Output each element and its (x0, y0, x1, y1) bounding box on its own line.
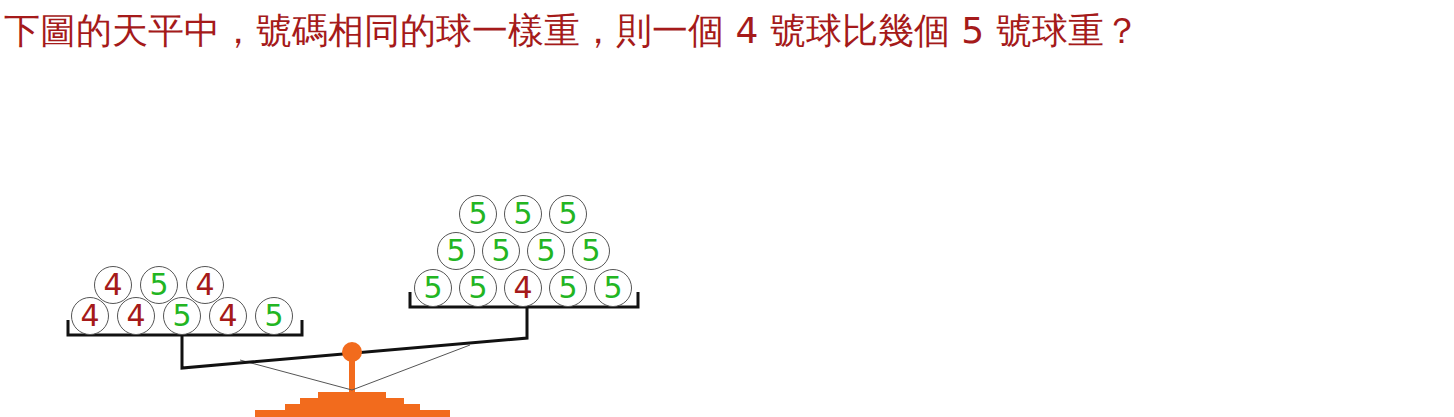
ball-number: 5 (468, 273, 487, 303)
numbered-ball: 4 (209, 297, 247, 335)
ball-number: 5 (558, 199, 577, 229)
numbered-ball: 5 (572, 232, 610, 270)
numbered-ball: 5 (594, 269, 632, 307)
numbered-ball: 5 (549, 195, 587, 233)
scale-pivot (342, 342, 362, 362)
numbered-ball: 5 (459, 195, 497, 233)
ball-number: 5 (423, 273, 442, 303)
support-line (240, 360, 352, 390)
question-title: 下圖的天平中，號碼相同的球一樣重，則一個 4 號球比幾個 5 號球重？ (4, 2, 1450, 59)
numbered-ball: 5 (437, 232, 475, 270)
numbered-ball: 5 (414, 269, 452, 307)
scale-base (255, 392, 450, 417)
numbered-ball: 5 (504, 195, 542, 233)
numbered-ball: 5 (255, 297, 293, 335)
ball-number: 5 (149, 270, 168, 300)
ball-number: 5 (172, 301, 191, 331)
numbered-ball: 4 (504, 269, 542, 307)
ball-number: 5 (536, 236, 555, 266)
numbered-ball: 5 (482, 232, 520, 270)
numbered-ball: 5 (163, 297, 201, 335)
ball-number: 5 (446, 236, 465, 266)
numbered-ball: 5 (549, 269, 587, 307)
ball-number: 4 (126, 301, 145, 331)
ball-number: 5 (491, 236, 510, 266)
ball-number: 5 (603, 273, 622, 303)
ball-number: 4 (195, 270, 214, 300)
numbered-ball: 5 (459, 269, 497, 307)
ball-number: 5 (558, 273, 577, 303)
ball-number: 4 (80, 301, 99, 331)
numbered-ball: 5 (527, 232, 565, 270)
ball-number: 5 (581, 236, 600, 266)
ball-number: 4 (103, 270, 122, 300)
numbered-ball: 4 (117, 297, 155, 335)
ball-number: 4 (218, 301, 237, 331)
ball-number: 5 (468, 199, 487, 229)
ball-number: 5 (513, 199, 532, 229)
ball-number: 5 (264, 301, 283, 331)
ball-number: 4 (513, 273, 532, 303)
numbered-ball: 4 (71, 297, 109, 335)
